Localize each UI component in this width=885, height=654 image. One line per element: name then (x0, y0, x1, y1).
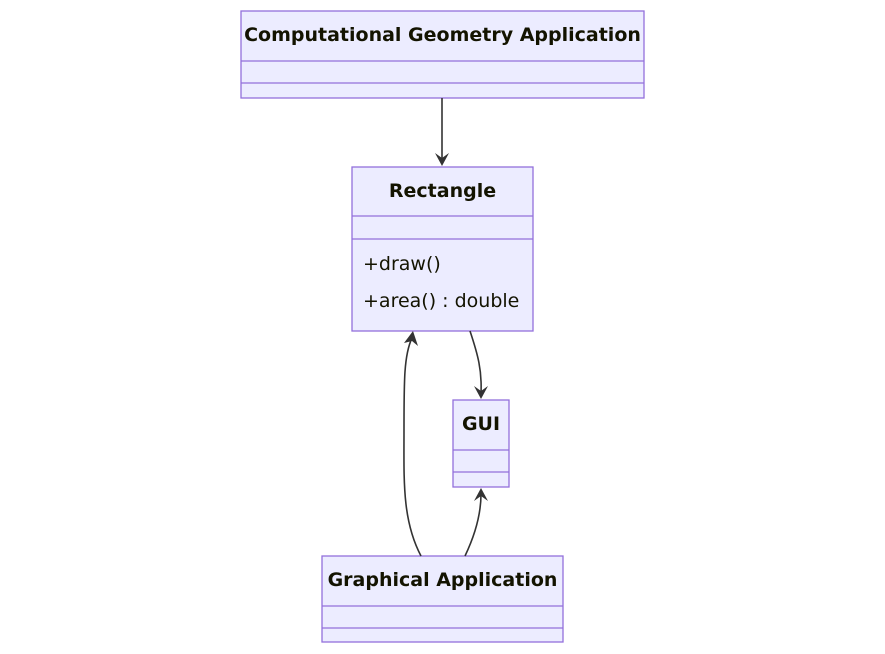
relation-graphical-application-to-gui (464, 488, 488, 557)
class-name: GUI (462, 413, 500, 435)
class-name: Graphical Application (328, 569, 558, 591)
arrowhead-icon (404, 331, 418, 346)
edge-line (464, 493, 482, 557)
class-name: Rectangle (389, 180, 496, 202)
class-box (351, 166, 534, 332)
class-name: Computational Geometry Application (244, 24, 641, 46)
edge-line (469, 330, 482, 394)
arrowhead-icon (435, 153, 449, 166)
class-rectangle[interactable]: Rectangle +draw() +area() : double (351, 166, 534, 332)
class-computational-geometry-application[interactable]: Computational Geometry Application (240, 10, 645, 99)
relation-cga-to-rectangle (435, 98, 449, 166)
method-draw: +draw() (363, 253, 441, 275)
class-graphical-application[interactable]: Graphical Application (321, 555, 564, 643)
arrowhead-icon (474, 488, 488, 501)
arrowhead-icon (474, 386, 488, 399)
relation-graphical-application-to-rectangle (403, 331, 422, 557)
edge-line (403, 337, 422, 557)
relation-rectangle-to-gui (469, 330, 488, 399)
method-area: +area() : double (363, 290, 519, 312)
class-gui[interactable]: GUI (452, 399, 510, 488)
